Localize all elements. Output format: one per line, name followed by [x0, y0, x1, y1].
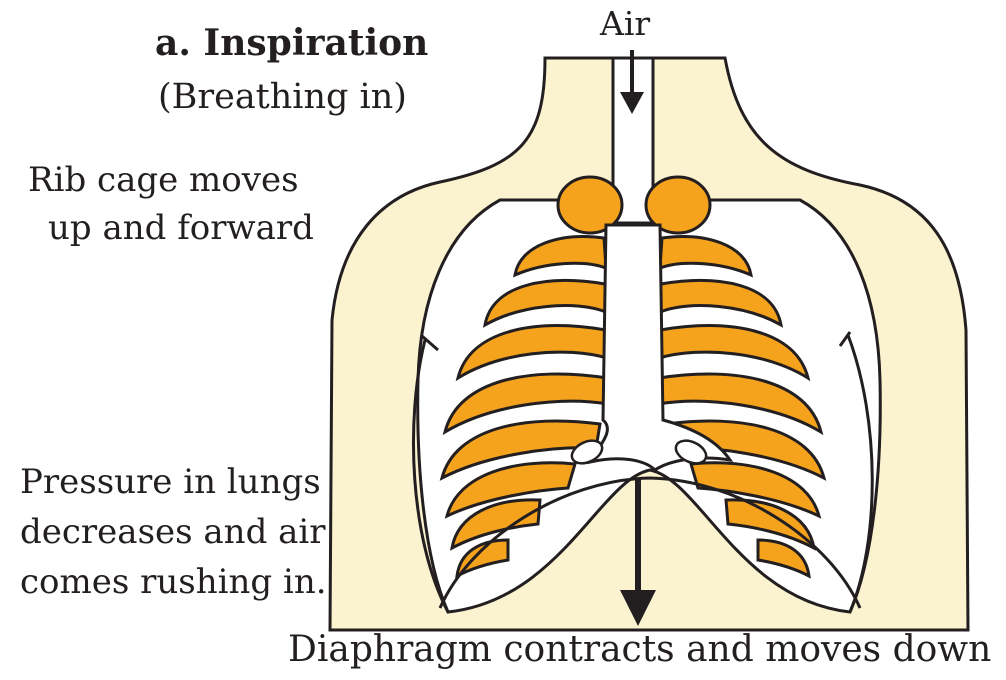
page-subtitle: (Breathing in)	[158, 76, 407, 118]
diaphragm-label: Diaphragm contracts and moves down	[288, 628, 991, 671]
rib-label-line1: Rib cage moves	[28, 160, 299, 201]
pressure-label-line1: Pressure in lungs	[20, 462, 321, 503]
rib-label-line2: up and forward	[48, 208, 314, 249]
pressure-label-line3: comes rushing in.	[20, 562, 327, 603]
pressure-label-line2: decreases and air	[20, 512, 326, 553]
page-title: a. Inspiration	[155, 22, 428, 65]
air-label: Air	[600, 4, 650, 44]
